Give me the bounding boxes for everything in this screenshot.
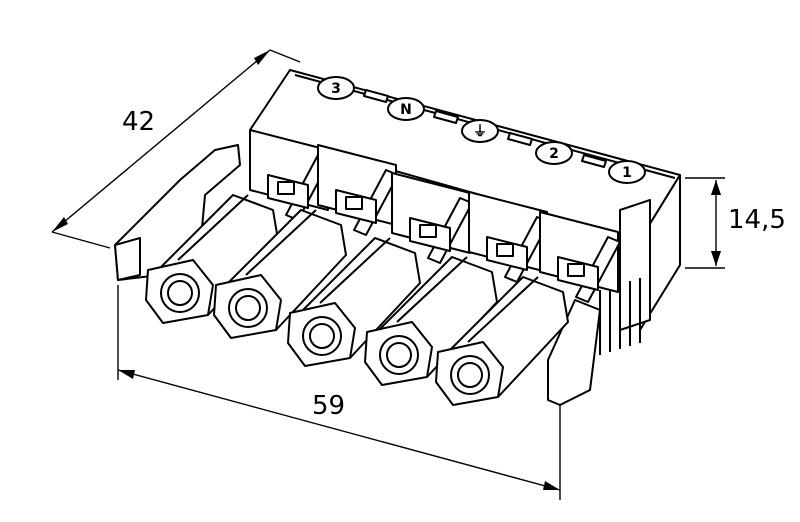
dimension-height: 14,5 (685, 177, 786, 269)
dimension-width-label: 59 (312, 391, 345, 421)
slot-icon (363, 89, 389, 103)
pin-marking-label: N (400, 102, 412, 118)
pin-marking-label: 2 (549, 146, 559, 162)
slot-icon (581, 154, 607, 168)
pin-marking: 3 (317, 76, 355, 100)
pin-marking: 2 (535, 141, 573, 165)
plug-pin-2 (213, 209, 347, 339)
plug-pin-1 (145, 194, 279, 324)
dimension-width: 59 (117, 285, 561, 500)
pin-marking-label: 3 (331, 81, 341, 97)
pin-marking: N (387, 97, 425, 121)
slot-icon (507, 132, 533, 146)
plug-pin-4 (364, 256, 498, 386)
pin-marking-label: ⏚ (473, 124, 487, 140)
dimension-height-label: 14,5 (728, 205, 786, 235)
dimension-depth: 42 (51, 49, 301, 249)
dimension-depth-label: 42 (122, 107, 155, 137)
slot-icon (433, 110, 459, 124)
plug-pin-3 (287, 237, 421, 367)
pin-marking: 1 (608, 160, 646, 184)
terminal-block (539, 211, 621, 303)
pin-marking-label: 1 (622, 165, 632, 181)
pin-marking: ⏚ (461, 119, 499, 143)
terminal-block (391, 172, 473, 264)
connector-body (114, 69, 681, 406)
pin-markings: 3N ⏚ 2 1 (317, 76, 646, 184)
terminal-block (317, 144, 399, 236)
plug-pin-5 (435, 276, 569, 406)
